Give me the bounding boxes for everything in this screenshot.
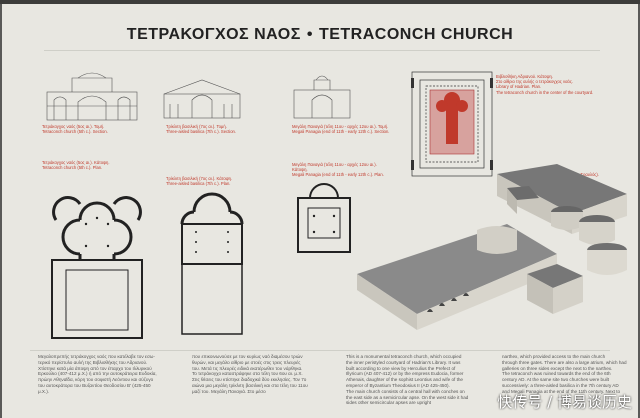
col2-line: που επικοινωνούσε με τον κυρίως ναό διαμ… <box>192 354 303 359</box>
col1-line: Ερκούλιο (407-412 μ.Χ.) ή από την αυτοκρ… <box>38 371 157 377</box>
caption-plan-3-en: Megali Panagia (end of 11th - early 12th… <box>292 172 384 178</box>
col1-line: πρώην Αθηναΐδα, κόρη του σοφιστή Λεόντιο… <box>38 377 154 383</box>
plan-megali-panagia <box>297 183 351 253</box>
caption-section-1: Τετράκογχος ναός (5ος αι.). Τομή. Tetrac… <box>42 124 108 134</box>
col3-line: Illyricum (AD 407-412) or by the empress… <box>346 371 464 377</box>
caption-section-2-en: Three-aisled basilica (7th c.). Section. <box>166 129 237 135</box>
text-column-3: This is a monumental tetraconch church, … <box>346 354 496 406</box>
col3-line: built according to one view by Herculius… <box>346 365 456 371</box>
caption-section-1-gr: Τετράκογχος ναός (5ος αι.). Τομή. <box>42 124 105 129</box>
caption-plan-hadrian: Βιβλιοθήκη Αδριανού. Κάτοψη. Στο αίθριο … <box>496 74 616 95</box>
col3-line: the east side as a semicircular apse. On… <box>346 394 469 400</box>
col4-line: narthex, which provided access to the ma… <box>502 354 606 359</box>
section-drawing-basilica <box>163 79 241 119</box>
body-rule <box>30 350 610 351</box>
col1-line: τερικό περίστυλο αυλή της Βιβλιοθήκης το… <box>38 359 148 365</box>
caption-section-2-gr: Τρίκλιτη βασιλική (7ος αι.). Τομή. <box>166 124 227 129</box>
caption-plan-1-en: Tetraconch church (5th c.). Plan. <box>42 165 103 171</box>
col3-line: Athenais, daughter of the sophist Leonti… <box>346 377 463 383</box>
col1-line: Χτίστηκε κατά μία άποψη από τον έπαρχο τ… <box>38 365 152 371</box>
col4-line: galleries on three sides except the next… <box>502 365 613 371</box>
col3-line: The main church consists of a central ha… <box>346 388 465 394</box>
text-column-1: Μεγαλοπρεπής τετράκογχος ναός που κατέλα… <box>38 354 178 395</box>
text-column-2: που επικοινωνούσε με τον κυρίως ναό διαμ… <box>192 354 337 395</box>
model-photo-tetraconch <box>357 164 627 330</box>
title-rule <box>44 50 600 51</box>
col2-line: μαζί του. Μεγάλη Παναγιά. Στο μέσο <box>192 388 266 394</box>
caption-plan-3-gr1: Μεγάλη Παναγιά (τέλη 11ου - αρχές 12ου α… <box>292 162 377 167</box>
caption-plan-2: Τρίκλιτη βασιλική (7ος αι.). Κάτοψη. Thr… <box>166 176 232 186</box>
caption-plan-hadrian-en2: The tetraconch church in the center of t… <box>496 89 594 95</box>
caption-section-3-en: Megali Panagia (end of 11th - early 12th… <box>292 129 390 135</box>
plan-basilica <box>180 192 244 335</box>
caption-plan-hadrian-en1: Library of Hadrian. Plan. <box>496 84 542 90</box>
col2-line: Στις θέσεις του κτίστηκε διαδοχικά δύο ε… <box>192 377 307 383</box>
col4-line: successively: a three-aisled basilica in… <box>502 382 619 388</box>
caption-plan-1-gr: Τετράκογχος ναός (5ος αι.). Κάτοψη. <box>42 160 110 165</box>
col1-line: μ.Χ.). <box>38 388 50 394</box>
col3-line: This is a monumental tetraconch church, … <box>346 354 462 359</box>
title-english: TETRACONCH CHURCH <box>318 26 514 43</box>
caption-plan-2-gr: Τρίκλιτη βασιλική (7ος αι.). Κάτοψη. <box>166 176 233 181</box>
board-top-edge <box>0 0 640 4</box>
col1-line: του αυτοκράτορα του Βυζαντίου Θεοδοσίου … <box>38 382 151 388</box>
caption-section-2: Τρίκλιτη βασιλική (7ος αι.). Τομή. Three… <box>166 124 236 134</box>
col3-line: sides other semicircular apses are uprig… <box>346 400 432 406</box>
plan-library-of-hadrian <box>411 71 493 177</box>
caption-plan-1: Τετράκογχος ναός (5ος αι.). Κάτοψη. Tetr… <box>42 160 110 170</box>
col2-line: αιώνα μια μεγάλη τρίκλιτη βασιλική και σ… <box>192 382 308 388</box>
caption-section-1-en: Tetraconch church (5th c.). Section. <box>42 129 108 135</box>
caption-plan-2-en: Three-aisled basilica (7th c.). Plan. <box>166 181 231 187</box>
text-column-4: narthex, which provided access to the ma… <box>502 354 632 395</box>
title-greek: ΤΕΤΡΑΚΟΓΧΟΣ ΝΑΟΣ <box>126 26 301 43</box>
caption-plan-3: Μεγάλη Παναγιά (τέλη 11ου - αρχές 12ου α… <box>292 162 384 178</box>
info-board: ΤΕΤΡΑΚΟΓΧΟΣ ΝΑΟΣ • TETRACONCH CHURCH Τετρά… <box>2 4 638 418</box>
watermark: 快传号 / 博易谈历史 <box>497 393 632 411</box>
board-title: ΤΕΤΡΑΚΟΓΧΟΣ ΝΑΟΣ • TETRACONCH CHURCH <box>2 26 638 44</box>
section-drawing-tetraconch <box>46 72 138 121</box>
col1-line: Μεγαλοπρεπής τετράκογχος ναός που κατέλα… <box>38 354 155 359</box>
col3-line: the inner peristyled courtyard of Hadria… <box>346 359 461 365</box>
caption-plan-hadrian-gr2: Στο αίθριο της αυλής ο τετράκογχος ναός. <box>496 79 573 85</box>
col4-line: The tetraconch was ruined towards the en… <box>502 371 611 377</box>
col4-line: century AD. At the same site two churche… <box>502 377 609 383</box>
plan-tetraconch <box>51 196 143 339</box>
section-drawing-megali-panagia <box>293 75 351 119</box>
col4-line: and Megali Panagia at the end of the 11t… <box>502 388 621 394</box>
col2-line: θυρών, και μεγάλο αίθριο με στοές στις τ… <box>192 359 301 365</box>
caption-plan-3-gr2: Κάτοψη. <box>292 167 308 173</box>
col3-line: emperor of Byzantium Theodosius II (AD 4… <box>346 382 450 388</box>
col4-line: through three gates. There are also a la… <box>502 359 627 365</box>
caption-plan-hadrian-gr1: Βιβλιοθήκη Αδριανού. Κάτοψη. <box>496 74 553 79</box>
col2-line: του. Μετά τις πλευρές ειδικά εκατέρωθεν … <box>192 365 303 371</box>
caption-section-3: Μεγάλη Παναγιά (τέλη 11ου - αρχές 12ου α… <box>292 124 389 134</box>
col2-line: Το τετράκογχο καταστράφηκε στα τέλη του … <box>192 371 303 377</box>
caption-section-3-gr: Μεγάλη Παναγιά (τέλη 11ου - αρχές 12ου α… <box>292 124 389 129</box>
title-separator: • <box>306 26 313 43</box>
